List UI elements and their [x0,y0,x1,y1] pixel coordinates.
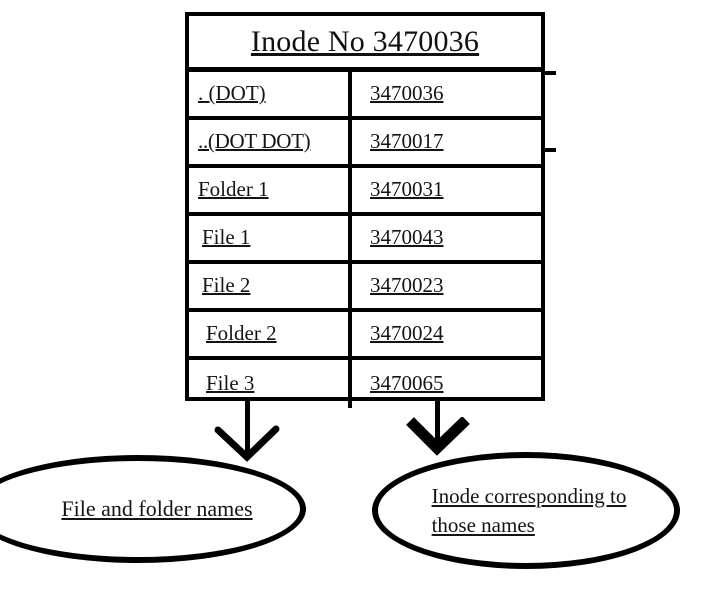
row-inode-cell: 3470023 [352,264,541,308]
row-name-cell: File 3 [189,360,352,408]
table-row: Folder 1 3470031 [189,168,541,216]
table-row: File 3 3470065 [189,360,541,408]
row-name-cell: Folder 2 [189,312,352,356]
row-name-cell: File 1 [189,216,352,260]
table-row: Folder 2 3470024 [189,312,541,360]
row-inode-value: 3470017 [370,129,444,154]
callout-left-label: File and folder names [61,495,253,521]
row-inode-cell: 3470036 [352,72,541,116]
table-row: File 1 3470043 [189,216,541,264]
left-arrow-stem [245,398,250,453]
row-name-cell: . (DOT) [189,72,352,116]
row-name-cell: Folder 1 [189,168,352,212]
row-name-label: File 2 [202,273,251,298]
table-rows-area: . (DOT) 3470036 ..(DOT DOT) 3470017 Fold… [189,72,541,408]
row-inode-value: 3470036 [370,81,444,106]
row-inode-value: 3470031 [370,177,444,202]
row-inode-cell: 3470043 [352,216,541,260]
table-row: . (DOT) 3470036 [189,72,541,120]
row-name-label: File 3 [206,371,255,396]
row-inode-value: 3470024 [370,321,444,346]
table-title-row: Inode No 3470036 [189,16,541,72]
callout-right-label: Inode corresponding to those names [431,483,627,537]
row-inode-cell: 3470031 [352,168,541,212]
row-inode-cell: 3470017 [352,120,541,164]
row-name-label: ..(DOT DOT) [198,129,311,154]
callout-file-folder-names: File and folder names [0,455,306,563]
row-name-label: File 1 [202,225,251,250]
table-edge-nib [543,148,556,152]
row-inode-cell: 3470024 [352,312,541,356]
row-inode-value: 3470023 [370,273,444,298]
row-name-label: . (DOT) [198,81,266,106]
arrow-down-icon [214,425,280,462]
row-name-cell: File 2 [189,264,352,308]
table-row: ..(DOT DOT) 3470017 [189,120,541,168]
right-arrow-stem [435,398,440,448]
row-inode-value: 3470065 [370,371,444,396]
row-inode-cell: 3470065 [352,360,541,408]
row-name-label: Folder 1 [198,177,269,202]
table-edge-nib [543,71,556,75]
arrow-down-icon [406,417,470,456]
row-name-cell: ..(DOT DOT) [189,120,352,164]
table-row: File 2 3470023 [189,264,541,312]
row-inode-value: 3470043 [370,225,444,250]
row-name-label: Folder 2 [206,321,277,346]
inode-directory-table: Inode No 3470036 . (DOT) 3470036 ..(DOT … [185,12,545,408]
callout-inode-names: Inode corresponding to those names [372,452,680,569]
table-title: Inode No 3470036 [250,24,480,58]
